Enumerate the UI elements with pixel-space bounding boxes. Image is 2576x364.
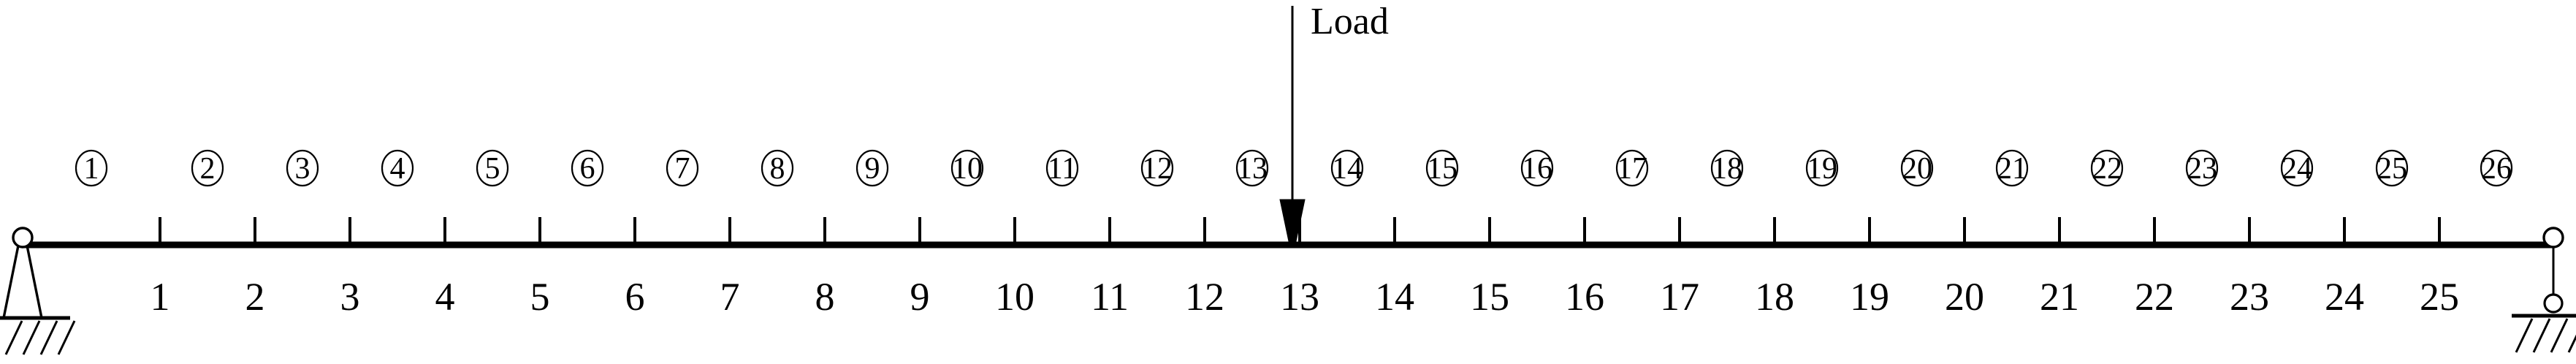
element-badge-circle-4	[381, 149, 414, 187]
node-label-24: 24	[2325, 275, 2364, 319]
element-badge-circle-3	[286, 149, 319, 187]
node-label-20: 20	[1945, 275, 1984, 319]
node-label-15: 15	[1470, 275, 1509, 319]
element-label-16: 16	[1522, 152, 1552, 186]
roller-support-top-hinge-circle	[2542, 227, 2564, 249]
node-label-18: 18	[1755, 275, 1794, 319]
element-label-25: 25	[2377, 152, 2407, 186]
element-label-21: 21	[1997, 152, 2027, 186]
element-label-14: 14	[1332, 152, 1363, 186]
pin-support-hatch-4	[57, 320, 76, 355]
element-badge-circle-9	[856, 149, 889, 187]
element-label-8: 8	[769, 152, 785, 186]
element-badge-circle-10	[950, 149, 984, 187]
node-label-3: 3	[340, 275, 360, 319]
element-label-22: 22	[2092, 152, 2122, 186]
element-badge-circle-24	[2280, 149, 2314, 187]
element-badge-circle-18	[1710, 149, 1744, 187]
node-label-8: 8	[815, 275, 835, 319]
element-label-10: 10	[952, 152, 983, 186]
element-badge-circle-26	[2480, 149, 2513, 187]
load-label: Load	[1311, 1, 1389, 42]
element-label-6: 6	[579, 152, 595, 186]
element-badge-circle-11	[1045, 149, 1079, 187]
element-label-24: 24	[2282, 152, 2312, 186]
element-badge-circle-8	[761, 149, 794, 187]
pin-support-left-leg	[2, 245, 20, 319]
node-label-6: 6	[625, 275, 645, 319]
element-label-11: 11	[1047, 152, 1078, 186]
node-label-4: 4	[435, 275, 455, 319]
element-badge-circle-1	[75, 149, 108, 187]
element-badge-circle-22	[2090, 149, 2124, 187]
element-badge-circle-5	[476, 149, 509, 187]
node-label-22: 22	[2135, 275, 2174, 319]
element-badge-circle-14	[1330, 149, 1364, 187]
element-label-17: 17	[1617, 152, 1647, 186]
node-label-14: 14	[1375, 275, 1414, 319]
element-badge-circle-6	[571, 149, 604, 187]
node-label-19: 19	[1850, 275, 1889, 319]
roller-support-hatch-3	[2550, 318, 2569, 353]
roller-support-hatch-2	[2532, 318, 2551, 353]
element-label-18: 18	[1712, 152, 1742, 186]
element-label-20: 20	[1902, 152, 1932, 186]
roller-support-bottom-hinge-circle	[2543, 293, 2564, 314]
node-label-12: 12	[1185, 275, 1224, 319]
node-label-9: 9	[910, 275, 930, 319]
element-badge-circle-23	[2185, 149, 2219, 187]
node-label-7: 7	[720, 275, 740, 319]
element-label-23: 23	[2187, 152, 2217, 186]
element-badge-circle-13	[1235, 149, 1269, 187]
roller-support-hatch-1	[2515, 318, 2534, 353]
element-label-1: 1	[83, 152, 99, 186]
element-label-26: 26	[2481, 152, 2512, 186]
pin-support-hatch-1	[4, 320, 23, 355]
element-label-19: 19	[1807, 152, 1837, 186]
node-label-5: 5	[530, 275, 550, 319]
element-label-4: 4	[389, 152, 405, 186]
element-badge-circle-7	[666, 149, 699, 187]
node-label-25: 25	[2420, 275, 2459, 319]
pin-support-hinge-circle	[12, 227, 34, 249]
node-label-16: 16	[1565, 275, 1604, 319]
element-badge-circle-19	[1805, 149, 1839, 187]
load-arrow-head	[1279, 199, 1306, 246]
node-label-17: 17	[1660, 275, 1699, 319]
pin-support-hatch-3	[39, 320, 58, 355]
element-label-7: 7	[674, 152, 690, 186]
element-badge-circle-16	[1520, 149, 1554, 187]
node-label-23: 23	[2230, 275, 2269, 319]
element-badge-circle-2	[191, 149, 224, 187]
element-label-15: 15	[1427, 152, 1457, 186]
element-badge-circle-21	[1995, 149, 2029, 187]
node-label-10: 10	[995, 275, 1034, 319]
element-badge-circle-15	[1425, 149, 1459, 187]
element-badge-circle-20	[1900, 149, 1934, 187]
element-label-12: 12	[1142, 152, 1173, 186]
element-label-5: 5	[484, 152, 500, 186]
node-label-1: 1	[150, 275, 170, 319]
roller-support-hatch-4	[2567, 334, 2576, 353]
element-label-9: 9	[864, 152, 880, 186]
element-label-13: 13	[1237, 152, 1268, 186]
element-badge-circle-25	[2375, 149, 2409, 187]
node-label-13: 13	[1280, 275, 1319, 319]
element-badge-circle-12	[1140, 149, 1174, 187]
element-label-3: 3	[294, 152, 310, 186]
pin-support-hatch-2	[22, 320, 41, 355]
node-label-2: 2	[245, 275, 265, 319]
element-badge-circle-17	[1615, 149, 1649, 187]
pin-support-right-leg	[26, 245, 43, 319]
element-label-2: 2	[199, 152, 216, 186]
node-label-11: 11	[1091, 275, 1129, 319]
node-label-21: 21	[2040, 275, 2079, 319]
